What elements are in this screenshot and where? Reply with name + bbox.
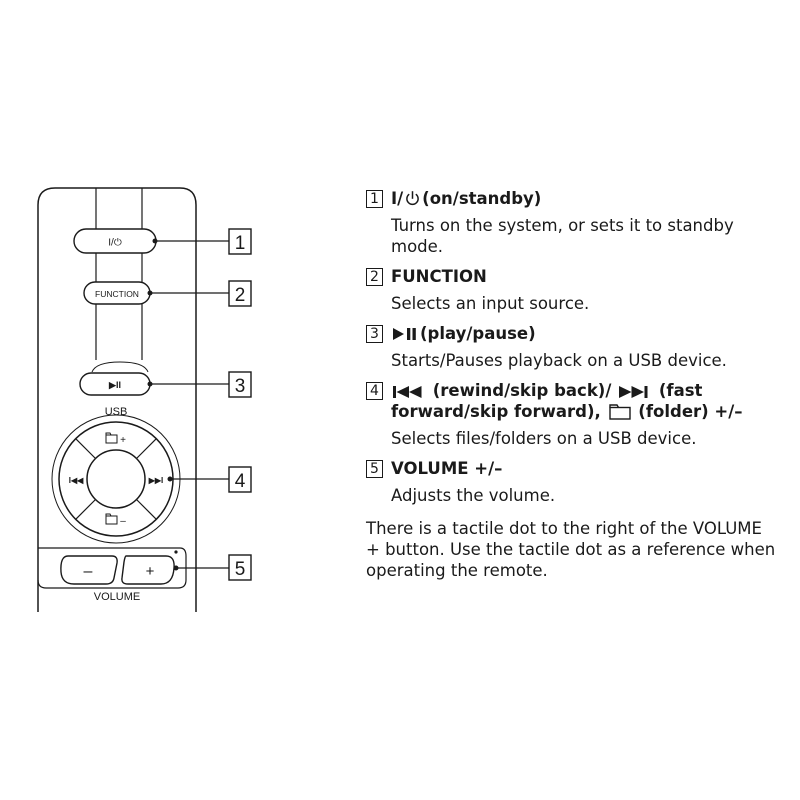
item-number: 4 (366, 382, 383, 400)
item-title-prefix: I/ (391, 189, 404, 208)
tactile-dot-note: There is a tactile dot to the right of t… (366, 519, 776, 580)
function-button-label: FUNCTION (95, 289, 139, 299)
function-button[interactable]: FUNCTION (83, 281, 151, 305)
item-title: VOLUME +/– (391, 459, 503, 478)
callout-4: 4 (167, 466, 252, 493)
play-pause-button-label: ▶II (108, 380, 121, 390)
item-number: 3 (366, 324, 383, 343)
legend-item-heading: 2 FUNCTION (366, 266, 776, 287)
callout-number: 4 (235, 471, 246, 492)
legend-item-navigation: 4 (rewind/skip back)/ (fast (366, 380, 776, 449)
remote-body-outline (37, 187, 197, 612)
item-description: Starts/Pauses playback on a USB device. (391, 351, 727, 370)
tactile-dot (174, 550, 178, 554)
folder-icon (608, 404, 631, 420)
power-standby-icon (406, 191, 420, 205)
remote-center-channel (95, 188, 143, 360)
item-title-suffix: (play/pause) (420, 324, 536, 343)
remote-control-illustration: I/⏻ FUNCTION ▶II USB + – I◀◀ ▶▶I (37, 187, 252, 612)
fast-forward-icon (619, 386, 648, 398)
legend-item-heading: 3 (play/pause) (366, 323, 776, 344)
volume-block-outline (37, 547, 187, 589)
item-title: FUNCTION (391, 267, 487, 286)
power-button-label: I/⏻ (108, 238, 122, 249)
item-title-part: forward/skip forward), (391, 402, 601, 421)
item-title-part: (folder) +/– (638, 402, 743, 421)
legend-item-heading: 1 I/ (on/standby) (366, 188, 776, 209)
legend-item-volume: 5 VOLUME +/– Adjusts the volume. (366, 458, 776, 506)
callout-2: 2 (147, 280, 252, 307)
legend-item-power: 1 I/ (on/standby) Turns on the system, o… (366, 188, 776, 257)
folder-minus-label: – (120, 516, 126, 527)
item-title-suffix: (on/standby) (422, 189, 542, 208)
rewind-button[interactable]: I◀◀ (69, 476, 84, 485)
play-pause-button[interactable]: ▶II (79, 372, 151, 396)
play-pause-icon (393, 327, 416, 340)
folder-minus-button[interactable]: – (105, 513, 126, 527)
power-button[interactable]: I/⏻ (73, 228, 157, 254)
volume-label: VOLUME (94, 591, 140, 603)
legend-item-heading: 5 VOLUME +/– (366, 458, 776, 479)
rewind-icon (393, 386, 422, 398)
fast-forward-label: ▶▶I (148, 476, 164, 485)
volume-minus-button[interactable]: – (60, 555, 118, 585)
callout-number: 3 (235, 376, 246, 397)
item-description: Selects files/folders on a USB device. (391, 429, 697, 448)
item-description: Selects an input source. (391, 294, 590, 313)
volume-plus-button[interactable]: + (121, 555, 175, 585)
callout-5: 5 (173, 554, 252, 581)
callout-number: 2 (235, 285, 246, 306)
item-title-part: (fast (658, 381, 703, 400)
key-legend: 1 I/ (on/standby) Turns on the system, o… (366, 188, 776, 581)
volume-plus-label: + (146, 563, 155, 580)
callout-number: 1 (235, 233, 246, 254)
callout-number: 5 (235, 559, 246, 580)
legend-item-heading: 4 (rewind/skip back)/ (fast (366, 380, 776, 422)
item-description: Turns on the system, or sets it to stand… (391, 216, 734, 256)
callout-1: 1 (152, 228, 252, 255)
legend-item-play-pause: 3 (play/pause) Starts/Pauses playback on… (366, 323, 776, 371)
rewind-label: I◀◀ (69, 476, 84, 485)
item-number: 2 (366, 267, 383, 286)
item-number: 1 (366, 189, 383, 208)
usb-label: USB (105, 406, 128, 418)
folder-plus-label: + (120, 435, 126, 446)
play-key-surround (91, 361, 149, 373)
folder-plus-button[interactable]: + (105, 432, 126, 446)
callout-3: 3 (147, 371, 252, 398)
item-description: Adjusts the volume. (391, 486, 556, 505)
item-number: 5 (366, 459, 383, 478)
fast-forward-button[interactable]: ▶▶I (148, 476, 164, 485)
legend-item-function: 2 FUNCTION Selects an input source. (366, 266, 776, 314)
volume-minus-label: – (84, 563, 93, 580)
item-title-part: (rewind/skip back)/ (432, 381, 612, 400)
